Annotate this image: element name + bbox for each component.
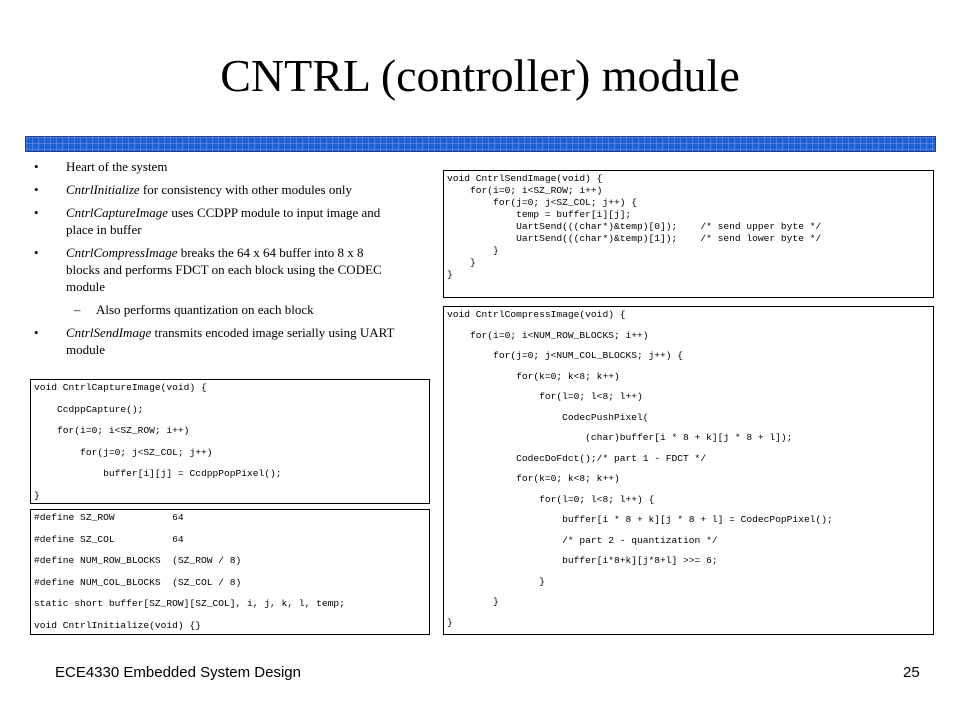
code-box-send-image: void CntrlSendImage(void) { for(i=0; i<S…	[443, 170, 934, 298]
code-line: }	[447, 616, 453, 628]
bullet-item: •CntrlSendImage transmits encoded image …	[34, 325, 395, 357]
code-line: #define NUM_ROW_BLOCKS (SZ_ROW / 8)	[34, 555, 242, 566]
sub-bullet-item: –Also performs quantization on each bloc…	[74, 302, 314, 317]
code-box-compress-image: void CntrlCompressImage(void) { for(i=0;…	[443, 306, 934, 635]
code-line: buffer[i * 8 + k][j * 8 + l] = CodecPopP…	[447, 514, 833, 525]
code-box-defines: #define SZ_ROW 64 #define SZ_COL 64 #defin…	[30, 509, 430, 635]
code-line: for(i=0; i<SZ_ROW; i++)	[447, 185, 603, 196]
page-number: 25	[903, 664, 920, 681]
code-line: UartSend(((char*)&temp)[1]); /* send low…	[447, 233, 822, 244]
code-line: for(j=0; j<SZ_COL; j++) {	[447, 197, 637, 208]
code-line: temp = buffer[i][j];	[447, 209, 632, 220]
code-line: CcdppCapture();	[34, 403, 144, 415]
code-line: void CntrlSendImage(void) {	[447, 173, 603, 184]
code-line: (char)buffer[i * 8 + k][j * 8 + l]);	[447, 432, 793, 443]
bullet-dot-icon: •	[34, 205, 39, 220]
code-line: }	[34, 489, 40, 501]
code-line: CodecPushPixel(	[447, 411, 649, 423]
slide-title: CNTRL (controller) module	[220, 50, 740, 101]
bullet-item: •CntrlCompressImage breaks the 64 x 64 b…	[34, 245, 382, 294]
bullet-dot-icon: •	[34, 325, 39, 340]
code-box-capture-image: void CntrlCaptureImage(void) { CcdppCapt…	[30, 379, 430, 504]
code-line: for(i=0; i<NUM_ROW_BLOCKS; i++)	[447, 329, 649, 341]
code-line: void CntrlCaptureImage(void) {	[34, 382, 207, 393]
code-line: for(l=0; l<8; l++)	[447, 391, 643, 402]
bullet-item: •CntrlCaptureImage uses CCDPP module to …	[34, 205, 381, 237]
code-line: for(k=0; k<8; k++)	[447, 370, 620, 382]
bullet-dot-icon: •	[34, 245, 39, 260]
code-line: for(j=0; j<NUM_COL_BLOCKS; j++) {	[447, 350, 684, 361]
code-line: }	[447, 269, 453, 280]
code-line: for(j=0; j<SZ_COL; j++)	[34, 446, 213, 458]
code-line: for(k=0; k<8; k++)	[447, 473, 620, 484]
dash-icon: –	[74, 302, 81, 317]
code-line: void CntrlInitialize(void) {}	[34, 619, 201, 631]
code-line: /* part 2 - quantization */	[447, 534, 718, 546]
code-line: UartSend(((char*)&temp)[0]); /* send upp…	[447, 221, 822, 232]
bullet-dot-icon: •	[34, 159, 39, 174]
bullet-item: •Heart of the system	[34, 159, 168, 174]
code-line: static short buffer[SZ_ROW][SZ_COL], i, …	[34, 598, 345, 609]
bullet-item: •CntrlInitialize for consistency with ot…	[34, 182, 352, 197]
code-line: void CntrlCompressImage(void) {	[447, 309, 626, 320]
code-line: }	[447, 575, 545, 587]
title-divider-bar	[25, 136, 936, 152]
bullet-list: •Heart of the system •CntrlInitialize fo…	[30, 158, 400, 364]
footer-course-title: ECE4330 Embedded System Design	[55, 664, 301, 681]
code-line: #define NUM_COL_BLOCKS (SZ_COL / 8)	[34, 576, 242, 588]
code-line: buffer[i*8+k][j*8+l] >>= 6;	[447, 555, 718, 566]
code-line: for(i=0; i<SZ_ROW; i++)	[34, 425, 190, 436]
code-line: }	[447, 257, 476, 268]
code-line: }	[447, 596, 499, 607]
code-line: buffer[i][j] = CcdppPopPixel();	[34, 468, 282, 479]
code-line: }	[447, 245, 499, 256]
code-line: #define SZ_COL 64	[34, 533, 184, 545]
bullet-dot-icon: •	[34, 182, 39, 197]
code-line: for(l=0; l<8; l++) {	[447, 493, 655, 505]
code-line: #define SZ_ROW 64	[34, 512, 184, 523]
code-line: CodecDoFdct();/* part 1 - FDCT */	[447, 452, 707, 464]
